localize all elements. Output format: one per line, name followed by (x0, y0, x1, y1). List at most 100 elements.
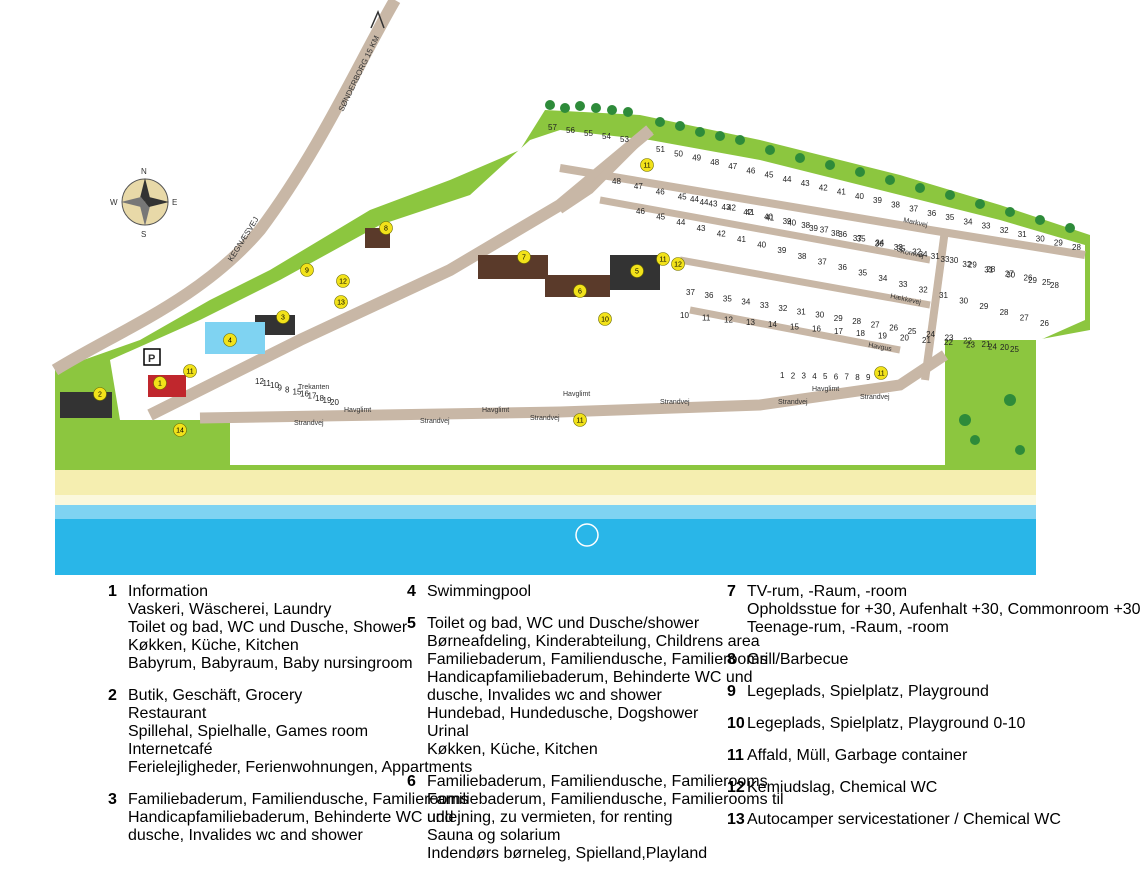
legend-number: 4 (407, 583, 416, 600)
legend-number: 9 (727, 683, 736, 700)
facility-marker-11[interactable]: 11 (640, 158, 654, 172)
pitch-number: 40 (764, 213, 773, 222)
road-soenderborg-arrow (370, 10, 385, 29)
facility-marker-label: 11 (186, 369, 193, 376)
pitch-number: 36 (705, 291, 714, 300)
facility-marker-1[interactable]: 1 (153, 376, 167, 390)
facility-marker-12[interactable]: 12 (336, 274, 350, 288)
legend-line: Affald, Müll, Garbage container (747, 747, 968, 764)
facility-marker-label: 6 (578, 289, 582, 296)
facility-marker-13[interactable]: 13 (334, 295, 348, 309)
pitch-number: 46 (656, 187, 665, 196)
facility-marker-11[interactable]: 11 (573, 413, 587, 427)
pitch-number: 21 (982, 340, 991, 349)
pitch-number: 46 (636, 207, 645, 216)
label-havglimt-2: Havglimt (482, 407, 509, 414)
pitch-number: 38 (831, 229, 840, 238)
pitch-number: 43 (709, 199, 718, 208)
pitch-number: 48 (710, 158, 719, 167)
facility-marker-5[interactable]: 5 (630, 264, 644, 278)
legend-line: dusche, Invalides wc and shower (128, 827, 363, 844)
facility-marker-10[interactable]: 10 (598, 312, 612, 326)
pitch-number: 28 (852, 317, 861, 326)
legend-line: Autocamper servicestationer / Chemical W… (747, 811, 1061, 828)
pitch-number: 38 (798, 252, 807, 261)
pitch-number: 56 (566, 126, 575, 135)
pitch-number: 27 (871, 320, 880, 329)
facility-marker-11[interactable]: 11 (183, 364, 197, 378)
label-kornvej: Kornvej (900, 248, 925, 260)
facility-marker-2[interactable]: 2 (93, 387, 107, 401)
pitch-number: 5 (823, 372, 828, 381)
facility-marker-11[interactable]: 11 (874, 366, 888, 380)
tree-line-north (545, 100, 1075, 233)
pitch-number: 25 (908, 327, 917, 336)
pitch-number: 20 (330, 398, 339, 407)
facility-marker-label: 14 (176, 428, 184, 435)
facility-marker-9[interactable]: 9 (300, 263, 314, 277)
pitch-number: 19 (323, 396, 332, 405)
pitch-number: 48 (612, 177, 621, 186)
facility-marker-label: 11 (877, 371, 884, 378)
legend-line: TV-rum, -Raum, -room (747, 583, 908, 600)
pitch-number: 37 (909, 205, 918, 214)
pitch-number: 13 (746, 318, 755, 327)
pitch-number: 12 (724, 316, 733, 325)
legend-line: Information (128, 583, 209, 600)
pitch-number: 30 (815, 311, 824, 320)
label-strandvej-5: Strandvej (778, 399, 808, 406)
pitch-number: 45 (765, 171, 774, 180)
pitch-number: 33 (982, 222, 991, 231)
pitch-number: 34 (878, 274, 887, 283)
facility-marker-6[interactable]: 6 (573, 284, 587, 298)
legend-line: Legeplads, Spielplatz, Playground (747, 683, 989, 700)
road-main (147, 125, 654, 421)
legend-line: Restaurant (128, 705, 207, 722)
facility-marker-7[interactable]: 7 (517, 250, 531, 264)
compass-rose (121, 178, 169, 226)
pitch-number: 18 (856, 329, 865, 338)
road-strandvej (199, 350, 949, 424)
pitch-number: 26 (889, 324, 898, 333)
label-trekanten: Trekanten (298, 384, 329, 391)
legend-number: 2 (108, 687, 117, 704)
facility-marker-label: 2 (98, 392, 102, 399)
legend-line: Køkken, Küche, Kitchen (128, 637, 299, 654)
legend-line: Kemiudslag, Chemical WC (747, 779, 938, 796)
pitch-number: 15 (790, 322, 799, 331)
pitch-number: 22 (944, 338, 953, 347)
building-information (148, 375, 186, 397)
label-havgus: Havgus (868, 342, 893, 353)
facility-marker-4[interactable]: 4 (223, 333, 237, 347)
facility-marker-3[interactable]: 3 (276, 310, 290, 324)
legend-number: 11 (727, 747, 744, 764)
facility-marker-label: 12 (339, 279, 347, 286)
pitch-number: 20 (1000, 343, 1009, 352)
facility-marker-11[interactable]: 11 (656, 252, 670, 266)
legend-number: 10 (727, 715, 745, 732)
legend-line: Toilet og bad, WC und Dusche/shower (427, 615, 700, 632)
road-east-vertical (921, 229, 949, 381)
pitch-number: 29 (968, 261, 977, 270)
sea-shallow (55, 505, 1036, 519)
pitch-number: 22 (963, 337, 972, 346)
beach-sand-light (55, 495, 1036, 507)
facility-marker-14[interactable]: 14 (173, 423, 187, 437)
facility-marker-8[interactable]: 8 (379, 221, 393, 235)
facility-marker-12[interactable]: 12 (671, 257, 685, 271)
road-north-cross (557, 127, 653, 214)
pitch-number: 39 (777, 246, 786, 255)
legend-line: Butik, Geschäft, Grocery (128, 687, 303, 704)
building-tv-room (478, 255, 548, 279)
pitch-number: 28 (1000, 308, 1009, 317)
legend-number: 13 (727, 811, 745, 828)
tree-group-east (959, 394, 1025, 455)
pitch-number: 32 (778, 304, 787, 313)
pitch-number: 11 (702, 313, 711, 322)
